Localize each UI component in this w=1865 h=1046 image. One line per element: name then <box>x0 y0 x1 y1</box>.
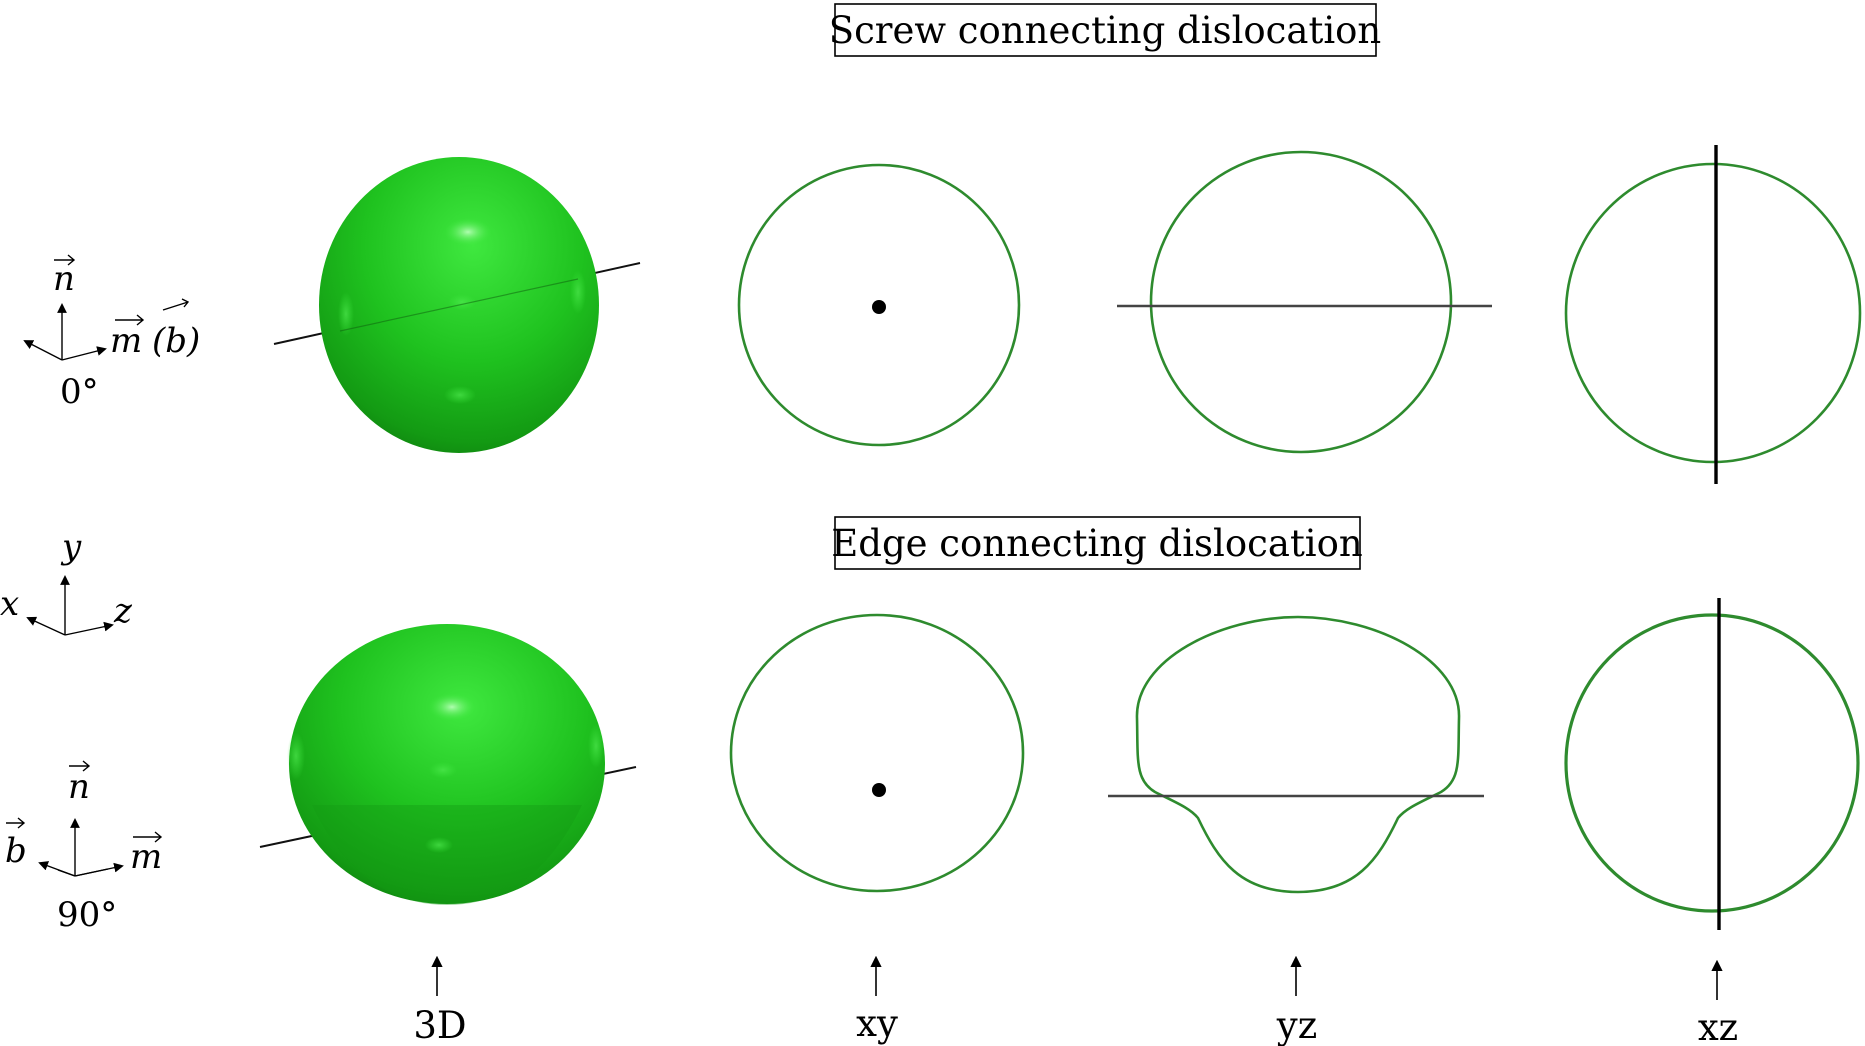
column-label-xz: xz <box>1698 1006 1738 1046</box>
column-label-3d: 3D <box>413 1004 466 1046</box>
label-n-top: n <box>53 259 75 299</box>
label-m-top: m <box>110 321 142 361</box>
column-labels: 3D xy yz xz <box>413 1002 1738 1046</box>
screw-yz-view <box>1117 150 1492 454</box>
screw-3d-sphere <box>273 157 641 453</box>
screw-xy-view <box>737 163 1021 447</box>
axis-x-label: x <box>0 584 19 624</box>
dislocation-point <box>872 300 886 314</box>
label-b-paren: (b) <box>152 321 200 361</box>
axis-triad-icon <box>26 575 114 636</box>
top-frame-labels: n m (b) 0° <box>53 254 200 412</box>
edge-xz-view <box>1564 598 1860 930</box>
bottom-frame-labels: n b m 90° <box>5 760 163 935</box>
label-b-bottom: b <box>5 831 27 871</box>
angle-top: 0° <box>60 372 99 412</box>
vector-arrow-icon <box>69 760 91 772</box>
vector-arrow-icon <box>54 254 76 266</box>
vector-arrow-icon <box>133 831 163 843</box>
vector-arrow-icon <box>162 298 190 311</box>
edge-yz-view <box>1108 615 1484 894</box>
screw-title: Screw connecting dislocation <box>829 9 1382 52</box>
global-axis-labels: y x z <box>0 527 133 631</box>
column-arrows <box>431 955 1723 1000</box>
axis-z-label: z <box>113 591 133 631</box>
vector-arrow-icon <box>6 817 26 829</box>
edge-title-box: Edge connecting dislocation <box>831 516 1363 570</box>
edge-title: Edge connecting dislocation <box>831 522 1363 565</box>
column-label-yz: yz <box>1276 1004 1317 1046</box>
screw-xz-view <box>1564 145 1862 484</box>
bottom-frame-triad <box>38 818 124 877</box>
axis-y-label: y <box>60 527 82 567</box>
screw-title-box: Screw connecting dislocation <box>829 3 1382 57</box>
angle-bottom: 90° <box>57 895 117 935</box>
dislocation-point <box>872 783 886 797</box>
label-m-bottom: m <box>130 837 162 877</box>
label-n-bottom: n <box>68 767 90 807</box>
vector-arrow-icon <box>115 314 145 326</box>
column-label-xy: xy <box>856 1002 898 1045</box>
edge-xy-view <box>729 613 1025 893</box>
edge-3d-sphere <box>259 624 637 905</box>
top-frame-triad <box>23 303 107 361</box>
